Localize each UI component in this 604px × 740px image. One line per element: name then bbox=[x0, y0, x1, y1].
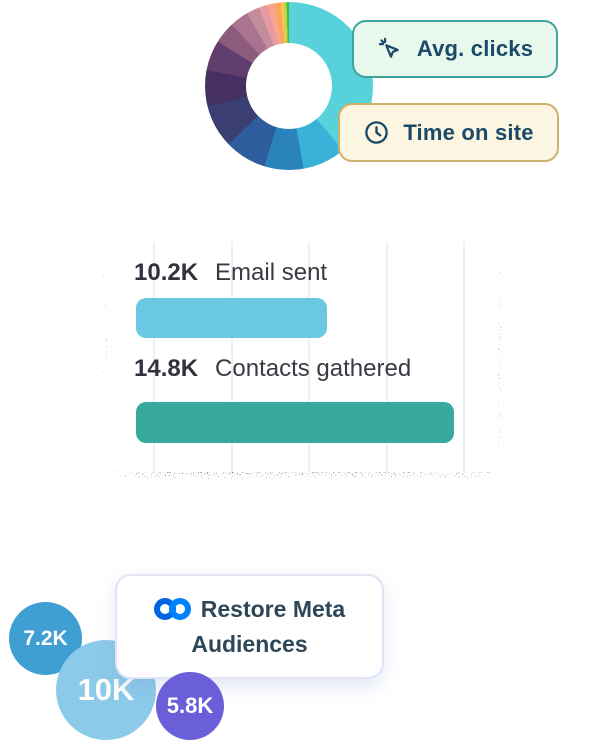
clock-icon bbox=[365, 121, 389, 144]
contacts-gathered-label: Contacts gathered bbox=[215, 355, 412, 382]
email-sent-bar bbox=[136, 298, 327, 338]
donut-hole bbox=[246, 43, 332, 129]
time-on-site-badge: Time on site bbox=[338, 103, 559, 162]
gridline bbox=[463, 242, 465, 472]
meta-logo-icon bbox=[153, 598, 191, 620]
meta-card-line1: Restore Meta bbox=[153, 593, 346, 626]
email-sent-label: Email sent bbox=[215, 259, 328, 286]
avg-clicks-label: Avg. clicks bbox=[416, 36, 534, 61]
meta-logo-right-loop bbox=[168, 598, 191, 620]
contacts-gathered-bar bbox=[136, 402, 454, 443]
bubble-5-8k-label: 5.8K bbox=[166, 693, 214, 718]
bubble-7-2k-label: 7.2K bbox=[23, 626, 68, 650]
bubble-5-8k: 5.8K bbox=[156, 672, 224, 740]
meta-card-title-line2: Audiences bbox=[191, 630, 308, 657]
meta-card-title-line1: Restore Meta bbox=[200, 595, 346, 622]
bar-row-contacts-gathered: 14.8K Contacts gathered bbox=[134, 355, 411, 383]
bar-chart-card: 10.2K Email sent 14.8K Contacts gathered bbox=[107, 242, 498, 472]
bar-row-email-sent: 10.2K Email sent bbox=[134, 259, 327, 287]
email-sent-value: 10.2K bbox=[134, 259, 199, 286]
contacts-gathered-value: 14.8K bbox=[134, 355, 199, 382]
restore-meta-audiences-button[interactable]: Restore Meta Audiences bbox=[115, 574, 384, 679]
time-on-site-label: Time on site bbox=[403, 119, 534, 145]
avg-clicks-badge: Avg. clicks bbox=[352, 20, 558, 78]
cursor-click-icon bbox=[378, 37, 399, 58]
bubble-10k: 10K bbox=[56, 640, 156, 740]
